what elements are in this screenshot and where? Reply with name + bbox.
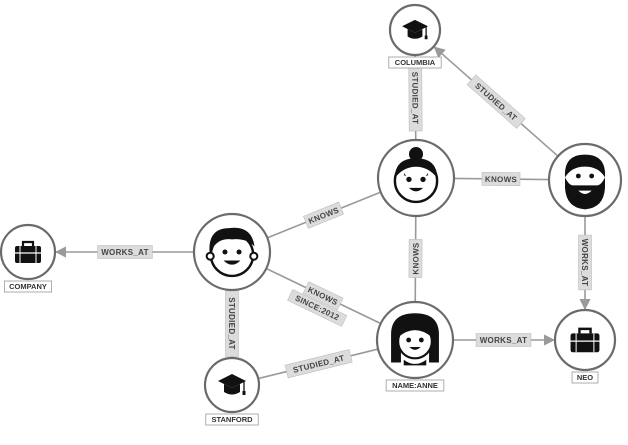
edge-label-background [303, 201, 344, 229]
edge-label-text: WORKS_AT [480, 336, 528, 345]
edge-beard-neo[interactable]: WORKS_AT [578, 216, 592, 311]
node-label-box [205, 413, 259, 426]
graduation-cap-icon [402, 19, 428, 40]
edge-label: STUDIED_AT [408, 64, 423, 132]
node-label: NEO [577, 373, 593, 382]
woman-long-hair-icon [391, 313, 439, 366]
edge-man-company[interactable]: WORKS_AT [54, 245, 194, 259]
node-anne[interactable]: NAME:ANNE [375, 300, 455, 392]
node-columbia[interactable]: COLUMBIA [388, 3, 442, 69]
node-label: COMPANY [9, 282, 47, 291]
node-label-box [571, 371, 599, 384]
node-bearded-man[interactable] [547, 142, 623, 218]
graduation-cap-icon [218, 374, 246, 395]
edge-label-text: WORKS_AT [101, 248, 149, 257]
node-label-box [385, 379, 445, 392]
edge-woman-beard[interactable]: KNOWS [453, 171, 549, 187]
node-label-box [4, 280, 52, 293]
edge-label-text: STUDIED_AT [473, 81, 518, 123]
edge-label: WORKS_AT [475, 333, 532, 347]
node-company[interactable]: COMPANY [0, 223, 57, 293]
edge-label-text: WORKS_AT [580, 239, 589, 287]
node-woman-center[interactable] [376, 138, 456, 218]
edge-anne-stanford[interactable]: STUDIED_AT [258, 348, 379, 380]
node-label: STANFORD [211, 415, 253, 424]
edge-label: WORKS_AT [578, 234, 592, 291]
edge-woman-columbia[interactable]: STUDIED_AT [408, 54, 423, 141]
edge-label-background [408, 239, 423, 278]
edge-label: STUDIED_AT [466, 74, 526, 129]
briefcase-icon [570, 327, 600, 353]
edge-label-background [481, 171, 521, 187]
edge-label: STUDIED_AT [284, 349, 353, 379]
edge-label: KNOWS [408, 239, 423, 278]
edge-label: STUDIED_AT [225, 290, 239, 357]
edge-label-background [97, 245, 153, 259]
edge-label: KNOWS [481, 171, 521, 187]
edge-anne-neo[interactable]: WORKS_AT [453, 333, 556, 347]
woman-face-icon [393, 147, 439, 204]
node-neo[interactable]: NEO [553, 308, 617, 384]
edge-woman-anne[interactable]: KNOWS [408, 215, 423, 302]
edge-property-background [287, 289, 348, 327]
bearded-man-icon [564, 154, 606, 210]
edge-man-woman[interactable]: KNOWS [266, 191, 381, 239]
node-label: COLUMBIA [395, 58, 436, 67]
edge-label-background [466, 74, 526, 129]
node-label: NAME:ANNE [392, 381, 438, 390]
edge-label-text: KNOWS [411, 242, 420, 275]
man-face-icon [205, 227, 259, 278]
node-man-left[interactable] [192, 212, 272, 292]
edge-beard-columbia[interactable]: STUDIED_AT [433, 46, 559, 157]
edge-label-background [475, 333, 532, 347]
node-stanford[interactable]: STANFORD [203, 356, 261, 426]
edge-label-background [578, 234, 592, 291]
node-label-box [388, 56, 442, 69]
briefcase-icon [15, 240, 41, 263]
edge-label: WORKS_AT [97, 245, 153, 259]
edge-label: KNOWS [303, 201, 344, 229]
edge-label-text: KNOWS [485, 175, 518, 184]
edge-label-text: STUDIED_AT [410, 72, 419, 125]
edge-label-background [302, 281, 344, 311]
edge-man-stanford[interactable]: STUDIED_AT [225, 290, 239, 359]
edges-layer: STUDIED_AT STUDIED_AT KNOWS KNOWS KNOWS WORKS… [54, 46, 592, 380]
edge-label-text: STUDIED_AT [227, 297, 236, 350]
nodes-layer: COLUMBIA COMPANY NAME:ANNE NEO STANFORD [0, 3, 623, 426]
edge-label-background [284, 349, 353, 379]
